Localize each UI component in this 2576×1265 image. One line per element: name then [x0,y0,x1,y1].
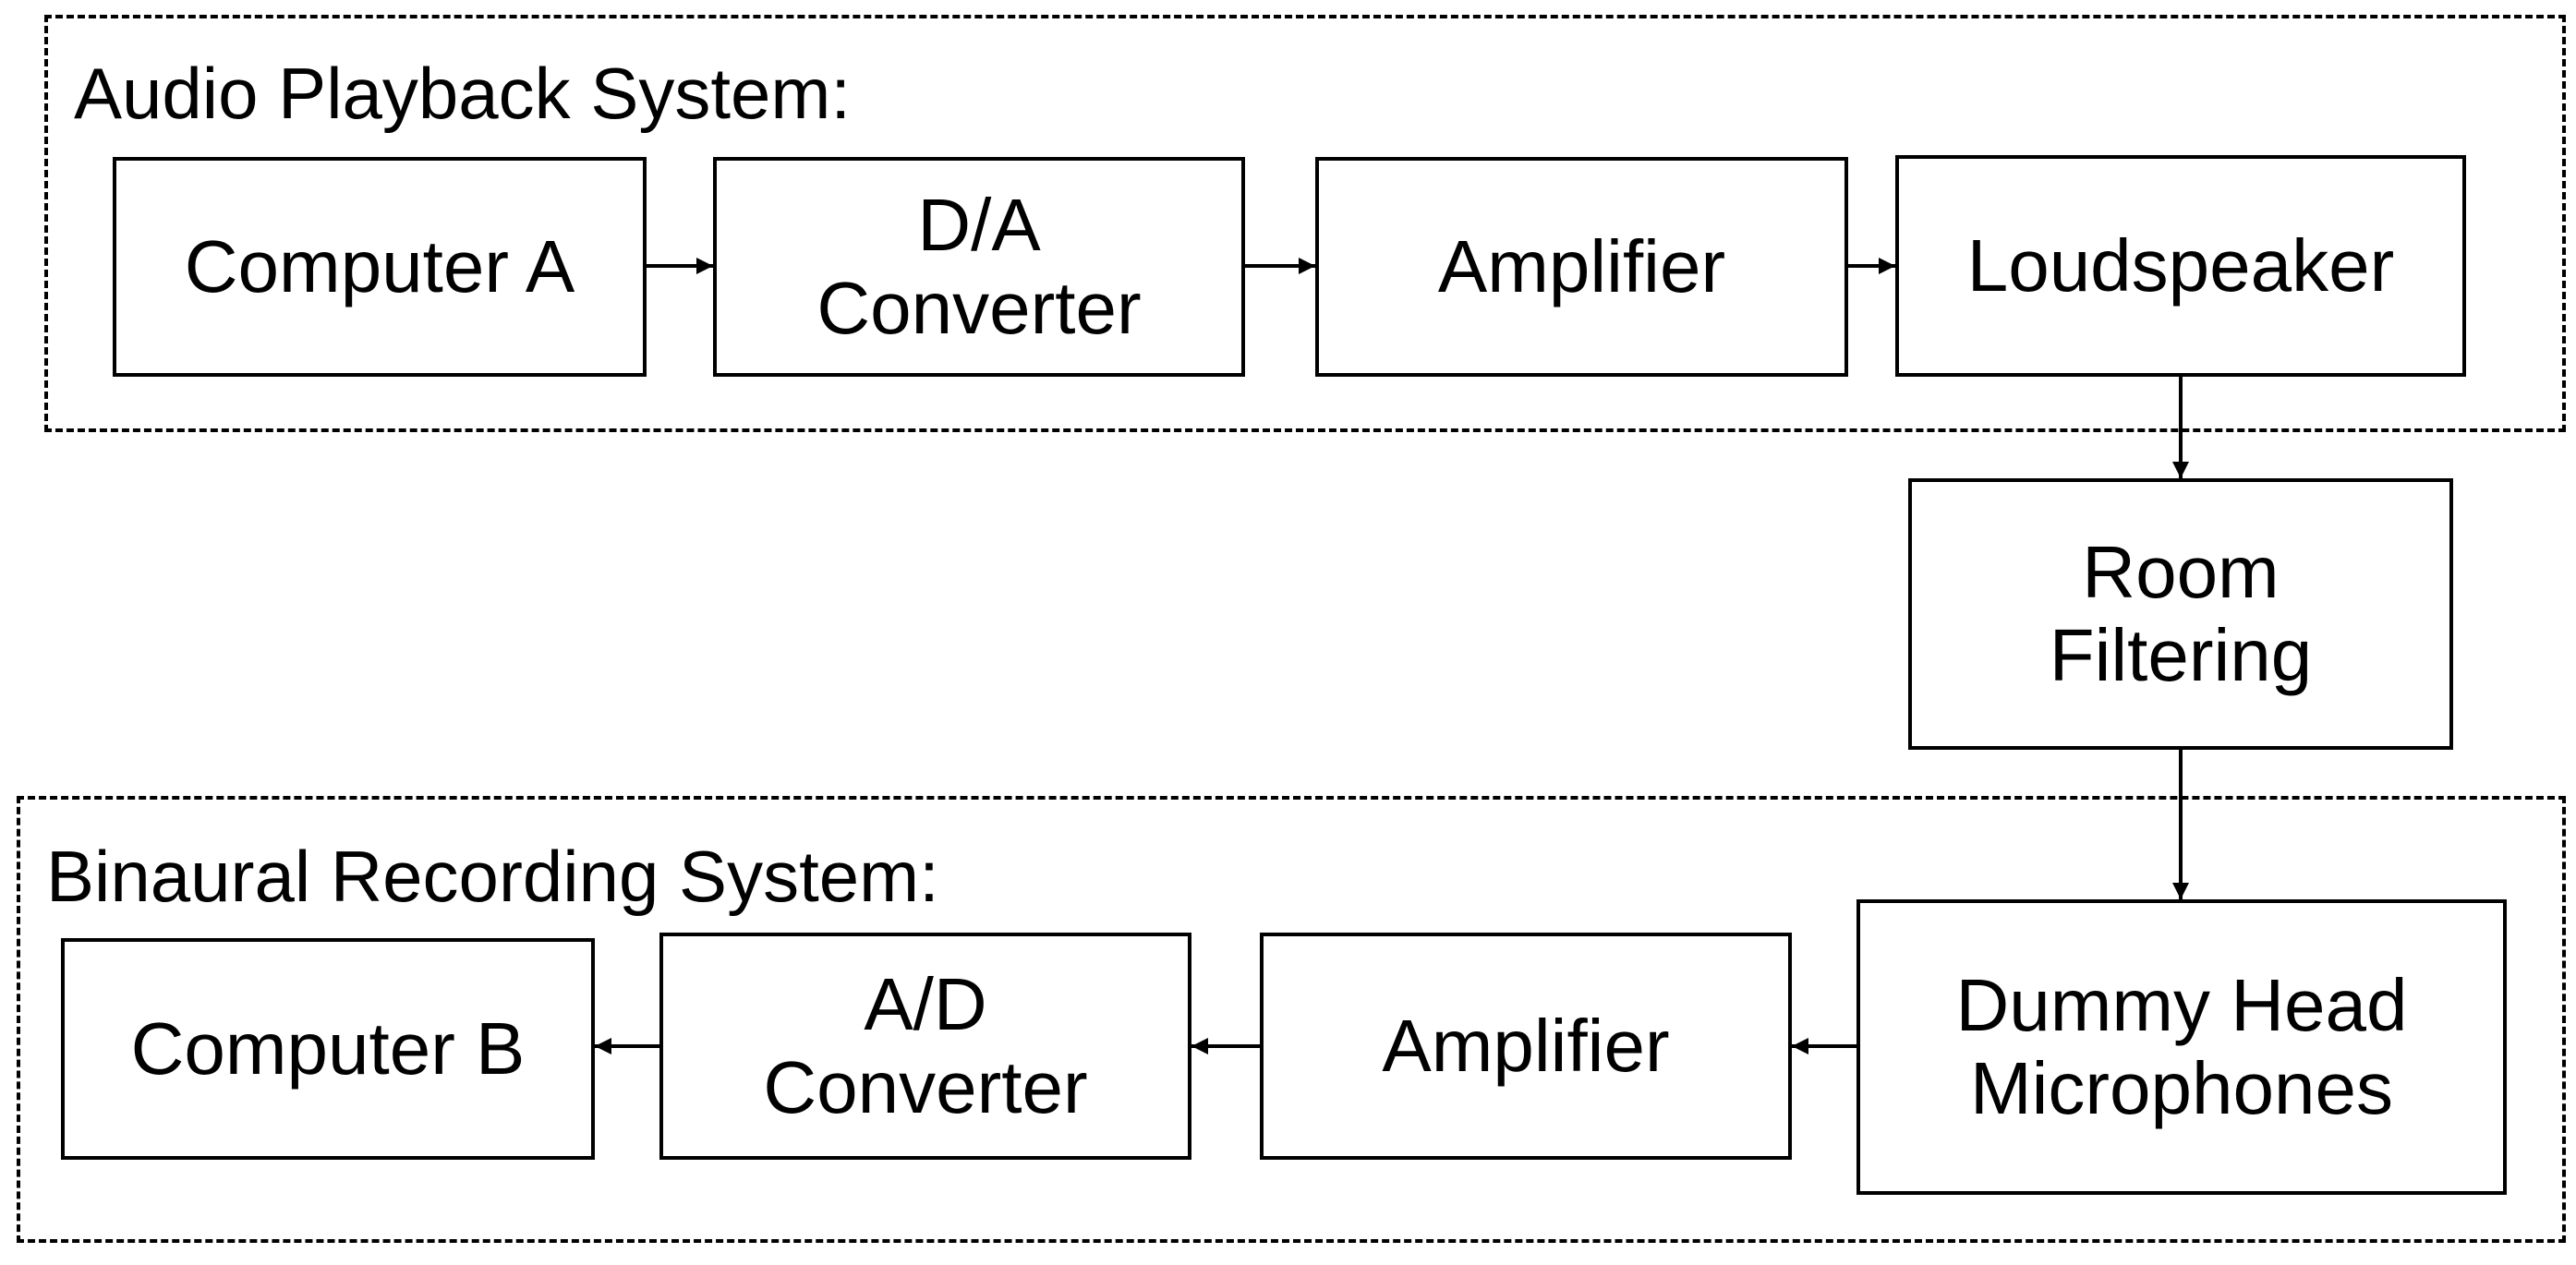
binaural-recording-system-group [17,796,2566,1243]
ad-converter-block: A/D Converter [659,933,1191,1160]
dummy-head-microphones-label-line2: Microphones [1969,1047,2393,1129]
loudspeaker-block: Loudspeaker [1895,155,2466,377]
audio-playback-system-group [44,15,2566,432]
da-converter-label-line2: Converter [816,267,1142,349]
computer-b-label: Computer B [130,1007,526,1090]
ad-converter-label-line1: A/D [864,963,987,1046]
dummy-head-microphones-block: Dummy Head Microphones [1856,899,2507,1195]
binaural-recording-system-title: Binaural Recording System: [46,836,939,917]
recording-amplifier-label: Amplifier [1382,1005,1670,1088]
playback-amplifier-label: Amplifier [1437,225,1726,308]
dummy-head-microphones-label-line1: Dummy Head [1955,964,2408,1047]
computer-a-label: Computer A [184,225,575,308]
loudspeaker-label: Loudspeaker [1966,224,2395,307]
playback-amplifier-block: Amplifier [1315,157,1848,377]
da-converter-block: D/A Converter [713,157,1245,377]
ad-converter-label-line2: Converter [763,1046,1088,1128]
audio-playback-system-title: Audio Playback System: [74,53,852,134]
computer-b-block: Computer B [61,938,595,1160]
room-filtering-label-line2: Filtering [2049,614,2313,696]
computer-a-block: Computer A [113,157,647,377]
room-filtering-block: Room Filtering [1908,478,2453,750]
room-filtering-label-line1: Room [2082,531,2280,614]
recording-amplifier-block: Amplifier [1260,933,1792,1160]
da-converter-label-line1: D/A [917,184,1041,267]
